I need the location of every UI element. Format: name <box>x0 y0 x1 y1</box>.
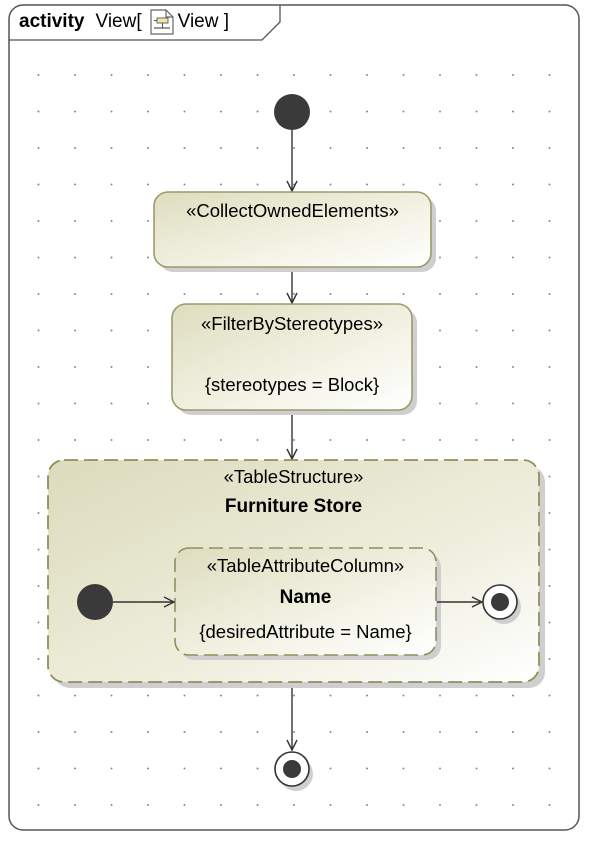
inner-final-node-dot <box>491 593 509 611</box>
inner-initial-node[interactable] <box>77 584 113 620</box>
frame-name-prefix: View[ <box>95 11 142 32</box>
table-attribute-column-node[interactable] <box>174 547 437 656</box>
table-attribute-column-constraint: {desiredAttribute = Name} <box>199 621 412 642</box>
grid-background <box>12 40 578 830</box>
frame-header: activity View[ View ] <box>10 5 229 39</box>
table-attribute-column-stereotype: «TableAttributeColumn» <box>206 555 405 576</box>
filter-by-stereotypes-action[interactable] <box>171 303 413 411</box>
table-structure-stereotype: «TableStructure» <box>223 466 364 487</box>
collect-owned-elements-action[interactable] <box>153 191 432 268</box>
frame-keyword: activity <box>19 11 85 32</box>
diagram-view-icon <box>148 8 176 36</box>
collect-action-label: «CollectOwnedElements» <box>186 200 399 221</box>
table-attribute-column-name: Name <box>279 587 332 608</box>
initial-node[interactable] <box>274 94 310 130</box>
filter-action-constraint: {stereotypes = Block} <box>204 374 380 395</box>
activity-frame <box>8 4 580 831</box>
table-structure-name: Furniture Store <box>224 496 363 517</box>
frame-header-tab <box>9 5 281 41</box>
frame-name-suffix: View ] <box>177 11 230 32</box>
activity-final-node-dot <box>283 760 301 778</box>
filter-action-label: «FilterByStereotypes» <box>200 313 383 334</box>
